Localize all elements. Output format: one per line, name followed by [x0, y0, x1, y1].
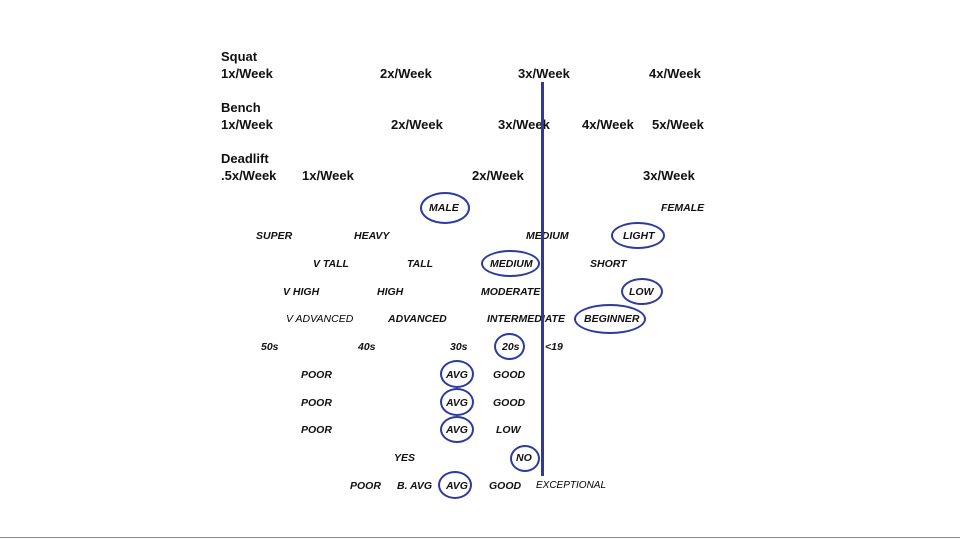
experience-intermediate: INTERMEDIATE: [487, 313, 565, 325]
selection-ring-avg-2: [440, 388, 474, 416]
squat-option-2x: 2x/Week: [380, 66, 432, 81]
row1-poor: POOR: [301, 369, 332, 381]
height-tall: TALL: [407, 258, 434, 270]
weight-super: SUPER: [256, 230, 293, 242]
sex-female: FEMALE: [661, 202, 705, 214]
deadlift-option-2x: 2x/Week: [472, 168, 524, 183]
selection-ring-20s: [494, 333, 525, 360]
selection-ring-avg-last: [438, 471, 472, 499]
selection-ring-avg-3: [440, 416, 474, 443]
deadlift-option-half: .5x/Week: [221, 168, 277, 183]
volume-moderate: MODERATE: [481, 286, 541, 298]
volume-high: HIGH: [377, 286, 404, 298]
row2-poor: POOR: [301, 397, 332, 409]
row3-low: LOW: [496, 424, 521, 436]
deadlift-option-3x: 3x/Week: [643, 168, 695, 183]
weight-heavy: HEAVY: [354, 230, 390, 242]
bench-option-3x: 3x/Week: [498, 117, 550, 132]
bench-heading: Bench: [221, 100, 261, 115]
weight-medium: MEDIUM: [526, 230, 569, 242]
age-40s: 40s: [358, 341, 376, 353]
threshold-line: [541, 82, 544, 476]
last-good: GOOD: [489, 480, 522, 492]
last-poor: POOR: [350, 480, 381, 492]
selection-ring-male: [420, 192, 470, 224]
squat-option-3x: 3x/Week: [518, 66, 570, 81]
deadlift-heading: Deadlift: [221, 151, 269, 166]
height-v-tall: V TALL: [313, 258, 349, 270]
squat-option-1x: 1x/Week: [221, 66, 273, 81]
row1-good: GOOD: [493, 369, 526, 381]
selection-ring-beginner: [574, 304, 646, 334]
age-50s: 50s: [261, 341, 279, 353]
selection-ring-light: [611, 222, 665, 249]
bottom-divider: [0, 537, 960, 538]
selection-ring-avg-1: [440, 360, 474, 388]
selection-ring-low: [621, 278, 663, 305]
deadlift-option-1x: 1x/Week: [302, 168, 354, 183]
experience-advanced: ADVANCED: [388, 313, 447, 325]
last-below-avg: B. AVG: [397, 480, 433, 492]
row2-good: GOOD: [493, 397, 526, 409]
row3-poor: POOR: [301, 424, 332, 436]
bench-option-2x: 2x/Week: [391, 117, 443, 132]
squat-option-4x: 4x/Week: [649, 66, 701, 81]
bench-option-4x: 4x/Week: [582, 117, 634, 132]
age-under-19: <19: [545, 341, 563, 353]
answer-yes: YES: [394, 452, 416, 464]
height-short: SHORT: [590, 258, 627, 270]
age-30s: 30s: [450, 341, 468, 353]
squat-heading: Squat: [221, 49, 258, 64]
bench-option-5x: 5x/Week: [652, 117, 704, 132]
selection-ring-no: [510, 445, 540, 472]
bench-option-1x: 1x/Week: [221, 117, 273, 132]
experience-v-advanced: V ADVANCED: [286, 313, 354, 325]
selection-ring-medium-height: [481, 250, 540, 277]
volume-v-high: V HIGH: [283, 286, 320, 298]
last-exceptional: EXCEPTIONAL: [536, 480, 607, 491]
